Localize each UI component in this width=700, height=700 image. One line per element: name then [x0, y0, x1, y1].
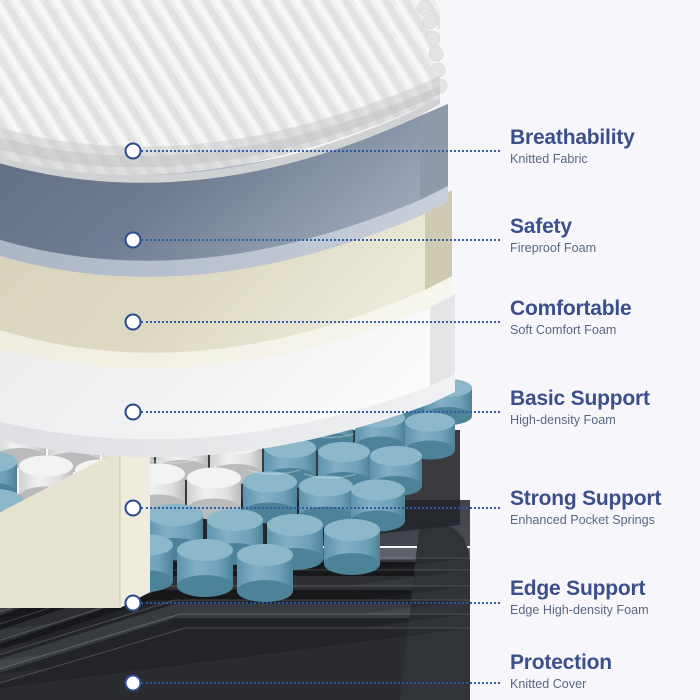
callout-label-strong-support: Strong Support Enhanced Pocket Springs — [510, 487, 662, 529]
callout-subtitle-protection: Knitted Cover — [510, 677, 587, 692]
callout-subtitle-safety: Fireproof Foam — [510, 241, 597, 256]
callout-label-protection: Protection Knitted Cover — [510, 651, 612, 693]
callout-subtitle-strong-support: Enhanced Pocket Springs — [510, 513, 655, 528]
leader-line-basic-support — [141, 411, 500, 413]
leader-line-comfortable — [141, 321, 500, 323]
callout-subtitle-comfortable: Soft Comfort Foam — [510, 323, 617, 338]
callout-label-edge-support: Edge Support Edge High-density Foam — [510, 577, 649, 619]
leader-line-breathability — [141, 150, 500, 152]
callout-title-comfortable: Comfortable — [510, 297, 632, 320]
layer-edge-support-foam — [0, 450, 150, 608]
callout-marker-basic-support[interactable] — [124, 403, 142, 421]
callout-subtitle-edge-support: Edge High-density Foam — [510, 603, 649, 618]
callout-marker-comfortable[interactable] — [124, 313, 142, 331]
callout-title-breathability: Breathability — [510, 126, 635, 149]
callout-label-basic-support: Basic Support High-density Foam — [510, 387, 650, 429]
leader-line-strong-support — [141, 507, 500, 509]
callout-marker-safety[interactable] — [124, 231, 142, 249]
callout-label-safety: Safety Fireproof Foam — [510, 215, 597, 257]
callout-label-breathability: Breathability Knitted Fabric — [510, 126, 635, 168]
leader-line-edge-support — [141, 602, 500, 604]
callout-subtitle-basic-support: High-density Foam — [510, 413, 616, 428]
callout-label-comfortable: Comfortable Soft Comfort Foam — [510, 297, 632, 339]
callout-subtitle-breathability: Knitted Fabric — [510, 152, 588, 167]
callout-title-safety: Safety — [510, 215, 572, 238]
layer-fireproof-foam — [0, 104, 448, 277]
callout-title-protection: Protection — [510, 651, 612, 674]
callout-title-edge-support: Edge Support — [510, 577, 646, 600]
callout-marker-strong-support[interactable] — [124, 499, 142, 517]
callout-title-strong-support: Strong Support — [510, 487, 662, 510]
callout-marker-breathability[interactable] — [124, 142, 142, 160]
layer-knitted-fabric — [0, 0, 448, 183]
leader-line-safety — [141, 239, 500, 241]
leader-line-protection — [141, 682, 500, 684]
callout-marker-edge-support[interactable] — [124, 594, 142, 612]
callout-marker-protection[interactable] — [124, 674, 142, 692]
callout-title-basic-support: Basic Support — [510, 387, 650, 410]
